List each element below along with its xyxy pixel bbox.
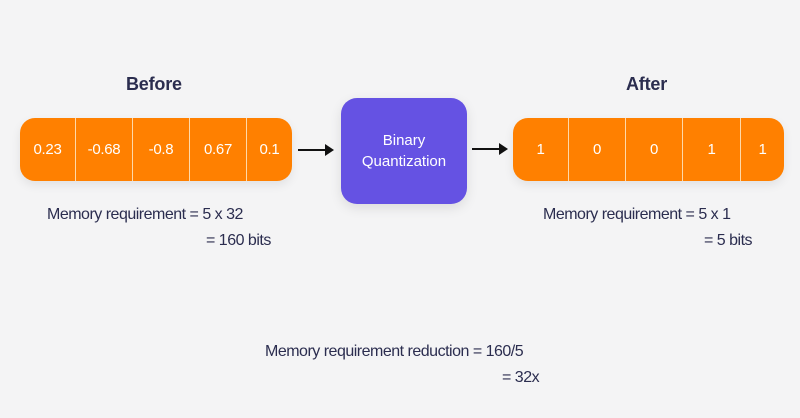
after-vector-cell: 1	[683, 118, 741, 181]
reduction-formula: Memory requirement reduction = 160/5	[265, 343, 524, 360]
before-vector-cell: -0.8	[133, 118, 190, 181]
process-label-line1: Binary	[382, 132, 426, 149]
after-vector-cell: 0	[569, 118, 626, 181]
before-memory-result: = 160 bits	[206, 232, 271, 249]
after-vector: 1 0 0 1 1	[513, 118, 784, 181]
after-vector-cell: 0	[626, 118, 683, 181]
after-memory-result: = 5 bits	[704, 232, 753, 249]
after-vector-cell: 1	[513, 118, 569, 181]
arrow-right-icon	[298, 144, 334, 156]
before-memory-formula: Memory requirement = 5 x 32	[47, 206, 243, 223]
after-memory-formula: Memory requirement = 5 x 1	[543, 206, 731, 223]
before-vector-cell: 0.1	[259, 141, 280, 158]
arrow-right-icon	[472, 143, 508, 155]
before-heading: Before	[126, 74, 182, 94]
after-vector-cell: 1	[758, 141, 767, 158]
reduction-result: = 32x	[502, 369, 540, 386]
process-label-line2: Quantization	[361, 153, 447, 170]
after-heading: After	[626, 74, 668, 94]
before-vector-cell: -0.68	[76, 118, 133, 181]
before-vector: 0.23 -0.68 -0.8 0.67 0.1	[20, 118, 292, 181]
before-vector-cell: 0.23	[20, 118, 76, 181]
binary-quantization-box: Binary Quantization	[341, 98, 467, 204]
before-vector-cell: 0.67	[190, 118, 247, 181]
